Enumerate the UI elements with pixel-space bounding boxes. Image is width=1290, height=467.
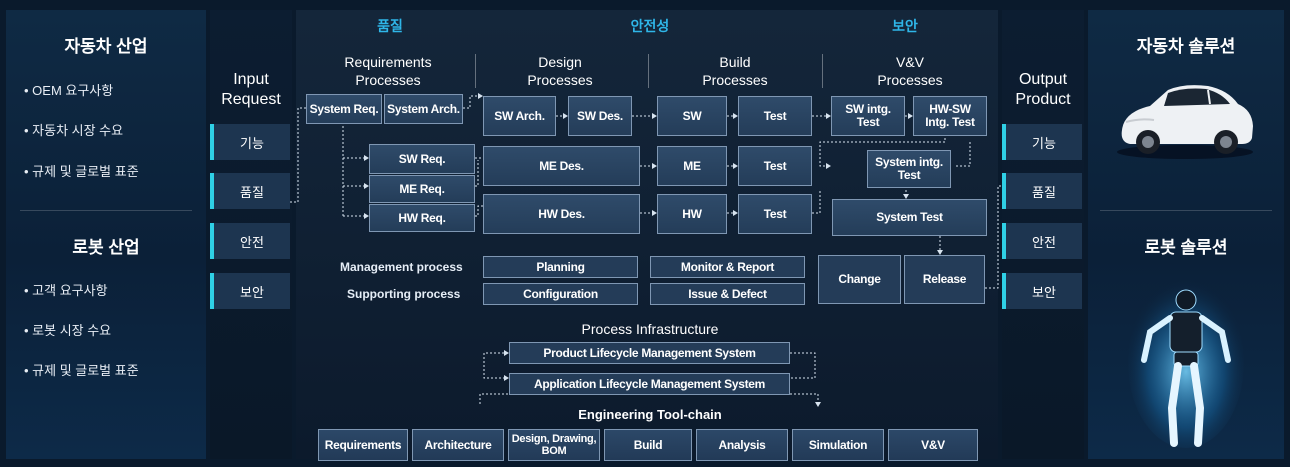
output-pill-quality: 품질 <box>1002 173 1082 209</box>
requirements-header-line1: Requirements <box>344 54 432 70</box>
planning-box: Planning <box>483 256 638 278</box>
system-intg-line2: Test <box>897 168 921 182</box>
requirements-header-line2: Processes <box>355 72 421 88</box>
build-header-line2: Processes <box>702 72 768 88</box>
robot-industry-title: 로봇 산업 <box>72 238 140 257</box>
auto-item-market: • 자동차 시장 수요 <box>24 123 124 138</box>
monitor-report-box: Monitor & Report <box>650 256 805 278</box>
build-header: Build Processes <box>665 53 805 89</box>
hw-sw-line2: Intg. Test <box>925 115 975 129</box>
output-column: Output Product 기능 품질 안전 보안 <box>1002 10 1084 459</box>
hw-des-box: HW Des. <box>483 194 640 234</box>
plm-system-box: Product Lifecycle Management System <box>509 342 790 364</box>
tool-simulation: Simulation <box>792 429 884 461</box>
hw-test-box: Test <box>738 194 812 234</box>
system-arch-box: System Arch. <box>384 94 463 124</box>
tool-analysis: Analysis <box>696 429 788 461</box>
tag-quality: 품질 <box>377 18 403 34</box>
left-panel: 자동차 산업 • OEM 요구사항 • 자동차 시장 수요 • 규제 및 글로벌… <box>6 10 206 459</box>
design-header: Design Processes <box>490 53 630 89</box>
automotive-industry-title: 자동차 산업 <box>64 37 148 56</box>
me-build-box: ME <box>657 146 727 186</box>
tool-requirements: Requirements <box>318 429 408 461</box>
vv-header-line2: Processes <box>877 72 943 88</box>
tool-vv: V&V <box>888 429 978 461</box>
output-title-line1: Output <box>1018 71 1068 88</box>
input-title-line2: Request <box>221 91 281 108</box>
header-divider <box>822 54 823 88</box>
panel-divider <box>1100 210 1272 211</box>
auto-item-regulation: • 규제 및 글로벌 표준 <box>24 164 139 179</box>
input-pill-security: 보안 <box>210 273 290 309</box>
output-pill-function: 기능 <box>1002 124 1082 160</box>
design-header-line1: Design <box>538 54 582 70</box>
hw-req-box: HW Req. <box>369 204 475 232</box>
system-test-box: System Test <box>832 199 987 236</box>
output-title: Output Product <box>1002 70 1084 110</box>
sw-req-box: SW Req. <box>369 144 475 174</box>
sw-build-box: SW <box>657 96 727 136</box>
automotive-solution-title: 자동차 솔루션 <box>1136 37 1236 56</box>
sw-des-box: SW Des. <box>568 96 632 136</box>
sw-test-box: Test <box>738 96 812 136</box>
sw-intg-test-box: SW intg. Test <box>831 96 905 136</box>
me-test-box: Test <box>738 146 812 186</box>
robot-solution-title: 로봇 솔루션 <box>1144 238 1228 257</box>
output-title-line2: Product <box>1015 91 1071 108</box>
input-pill-safety: 안전 <box>210 223 290 259</box>
robot-item-customer: • 고객 요구사항 <box>24 283 108 298</box>
requirements-header: Requirements Processes <box>318 53 458 89</box>
tag-safety: 안전성 <box>630 18 670 34</box>
tool-design-drawing-bom: Design, Drawing, BOM <box>508 429 600 461</box>
system-req-box: System Req. <box>306 94 382 124</box>
me-req-box: ME Req. <box>369 175 475 203</box>
right-panel: 자동차 솔루션 로봇 솔루션 <box>1088 10 1284 459</box>
tag-security: 보안 <box>892 18 918 34</box>
configuration-box: Configuration <box>483 283 638 305</box>
sw-arch-box: SW Arch. <box>483 96 556 136</box>
tool-design-line1: Design, Drawing, <box>511 433 597 445</box>
input-pill-function: 기능 <box>210 124 290 160</box>
release-box: Release <box>904 255 985 304</box>
alm-system-box: Application Lifecycle Management System <box>509 373 790 395</box>
output-pill-safety: 안전 <box>1002 223 1082 259</box>
me-des-box: ME Des. <box>483 146 640 186</box>
input-title-line1: Input <box>233 71 269 88</box>
tool-architecture: Architecture <box>412 429 504 461</box>
management-process-label: Management process <box>340 260 463 274</box>
input-column: Input Request 기능 품질 안전 보안 <box>210 10 292 459</box>
hw-sw-intg-test-box: HW-SW Intg. Test <box>913 96 987 136</box>
panel-divider <box>20 210 192 211</box>
header-divider <box>475 54 476 88</box>
change-box: Change <box>818 255 901 304</box>
design-header-line2: Processes <box>527 72 593 88</box>
vv-header: V&V Processes <box>840 53 980 89</box>
sw-intg-line1: SW intg. <box>845 102 891 116</box>
auto-item-oem: • OEM 요구사항 <box>24 83 114 98</box>
hw-sw-line1: HW-SW <box>929 102 971 116</box>
input-title: Input Request <box>210 70 292 110</box>
system-intg-line1: System intg. <box>875 155 943 169</box>
toolchain-title: Engineering Tool-chain <box>578 407 722 422</box>
output-pill-security: 보안 <box>1002 273 1082 309</box>
infrastructure-title: Process Infrastructure <box>581 321 719 337</box>
robot-item-regulation: • 규제 및 글로벌 표준 <box>24 363 139 378</box>
robot-item-market: • 로봇 시장 수요 <box>24 323 112 338</box>
supporting-process-label: Supporting process <box>347 287 461 301</box>
tool-design-line2: BOM <box>541 445 567 457</box>
build-header-line1: Build <box>719 54 751 70</box>
robot-image <box>1128 278 1244 448</box>
system-intg-test-box: System intg. Test <box>867 150 951 188</box>
tool-build: Build <box>604 429 692 461</box>
header-divider <box>648 54 649 88</box>
sw-intg-line2: Test <box>856 115 880 129</box>
input-pill-quality: 품질 <box>210 173 290 209</box>
issue-defect-box: Issue & Defect <box>650 283 805 305</box>
car-image <box>1117 85 1253 159</box>
vv-header-line1: V&V <box>895 54 924 70</box>
hw-build-box: HW <box>657 194 727 234</box>
